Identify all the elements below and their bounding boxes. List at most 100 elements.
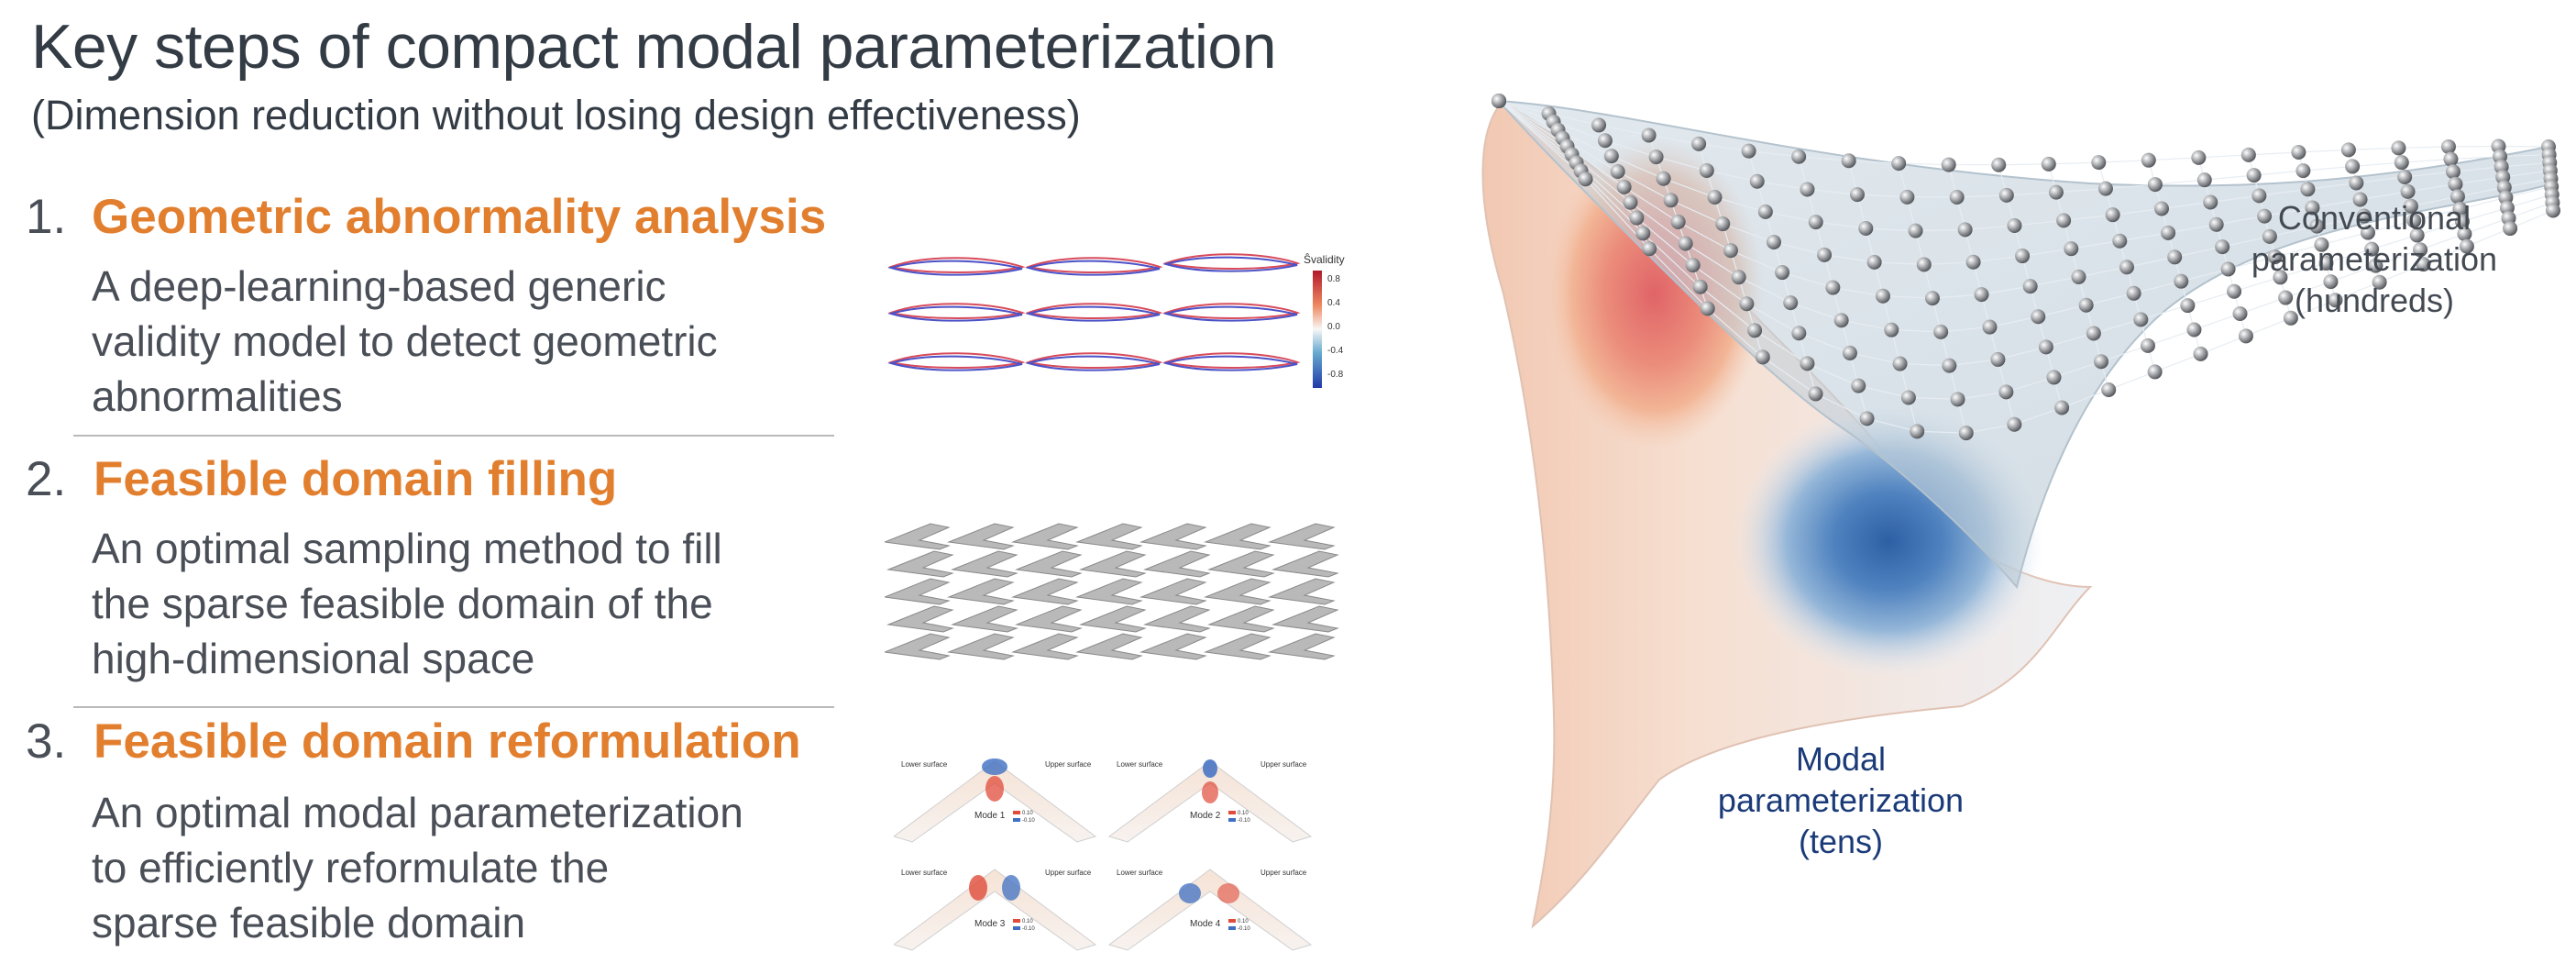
colorbar-tick: -0.8	[1327, 370, 1344, 380]
control-point	[1957, 222, 1973, 238]
control-point	[1884, 322, 1899, 338]
control-point	[1858, 220, 1874, 236]
control-point	[1990, 351, 2006, 367]
step-2-body: An optimal sampling method to fill the s…	[92, 521, 722, 686]
mode-label: Mode 4	[1190, 919, 1221, 929]
control-point	[2416, 257, 2431, 272]
step-3-body-line: sparse feasible domain	[92, 899, 526, 946]
modal-label-line: (tens)	[1799, 823, 1883, 860]
control-point	[2440, 138, 2456, 154]
control-point	[2048, 184, 2064, 200]
wing-sample	[952, 605, 1018, 633]
control-point	[2105, 207, 2120, 223]
control-point	[1998, 384, 2014, 400]
control-point	[2041, 156, 2056, 172]
control-point	[2449, 189, 2465, 205]
control-point	[2097, 181, 2113, 196]
control-point	[1808, 386, 1823, 402]
control-point	[2448, 176, 2463, 192]
control-point	[1842, 345, 1857, 360]
control-point	[2153, 201, 2169, 216]
conventional-label-line: (hundreds)	[2295, 282, 2454, 319]
mode-4-plot: Lower surface Upper surface Mode 4 0.10 …	[1108, 869, 1312, 951]
control-point	[2372, 274, 2387, 290]
control-point	[1817, 247, 1833, 262]
control-point	[1723, 243, 1738, 259]
step-2-heading: Feasible domain filling	[94, 452, 618, 506]
control-point	[2445, 164, 2460, 180]
control-point	[2208, 216, 2224, 232]
control-point	[2078, 297, 2094, 313]
svg-text:Upper surface: Upper surface	[1260, 869, 1307, 877]
control-point	[1783, 295, 1799, 311]
control-point	[2295, 163, 2311, 179]
control-point	[2167, 249, 2183, 265]
mode-label: Mode 3	[974, 919, 1006, 929]
control-point	[2300, 182, 2316, 197]
svg-text:Lower surface: Lower surface	[1117, 869, 1163, 877]
control-point	[2086, 326, 2101, 341]
control-point	[1916, 257, 1932, 272]
control-point	[1670, 214, 1686, 229]
step-2-number: 2.	[26, 452, 67, 506]
control-point	[1663, 193, 1679, 208]
control-point	[2056, 213, 2072, 228]
control-point	[2349, 175, 2364, 191]
control-point	[2007, 217, 2022, 233]
control-point	[2046, 370, 2062, 385]
step-1-body-line: abnormalities	[92, 372, 343, 420]
control-point	[1933, 324, 1949, 339]
wing-sample	[885, 578, 950, 605]
control-point	[1741, 143, 1756, 159]
conventional-label-line: parameterization	[2251, 240, 2497, 278]
control-point	[2406, 213, 2422, 228]
mode-3-plot: Lower surface Upper surface Mode 3 0.10 …	[894, 869, 1096, 951]
control-point	[2257, 208, 2273, 224]
control-point	[2352, 192, 2368, 207]
wing-parameterization-illustration: Conventional parameterization (hundreds)…	[1481, 94, 2560, 929]
svg-text:-0.10: -0.10	[1022, 818, 1035, 824]
mesh-line	[1498, 100, 2553, 400]
control-point	[2064, 241, 2079, 257]
control-point	[2015, 249, 2031, 264]
conventional-label-line: Conventional	[2278, 199, 2471, 237]
svg-text:Lower surface: Lower surface	[901, 760, 948, 769]
control-point	[1635, 226, 1651, 241]
airfoil-grid-illustration: Ŝvalidity 0.8 0.4 0.0 -0.4 -0.8	[890, 252, 1345, 388]
wing-sample	[1208, 550, 1274, 578]
control-point	[2071, 269, 2086, 284]
wing-samples-illustration	[885, 523, 1338, 660]
wing-sample	[1205, 523, 1271, 550]
control-point	[1775, 265, 1790, 281]
mesh-line	[1498, 100, 2554, 434]
control-point	[1941, 157, 1956, 172]
control-point	[1642, 241, 1657, 257]
control-point	[1648, 149, 1664, 165]
svg-text:0.10: 0.10	[1022, 811, 1033, 816]
mesh-line	[1498, 100, 2551, 299]
wing-sample	[1144, 605, 1210, 633]
control-point	[2340, 142, 2356, 158]
control-point	[1841, 153, 1856, 169]
control-point	[2191, 149, 2207, 165]
control-point	[2251, 188, 2267, 204]
control-point	[2112, 233, 2128, 249]
control-point	[1950, 392, 1965, 407]
mode-shapes-illustration: Lower surface Upper surface Mode 1 0.10 …	[894, 758, 1312, 951]
wing-sample	[885, 523, 950, 550]
control-point	[2180, 298, 2196, 314]
svg-text:0.10: 0.10	[1022, 919, 1033, 924]
control-point	[1991, 157, 2007, 172]
step-divider	[73, 706, 834, 708]
control-point	[1892, 356, 1908, 371]
control-point	[2457, 227, 2472, 242]
control-point	[2391, 140, 2406, 156]
control-point	[2246, 168, 2262, 183]
step-2-body-line: high-dimensional space	[92, 635, 535, 682]
control-point	[2031, 309, 2046, 325]
colorbar	[1313, 271, 1322, 388]
colorbar-tick: 0.8	[1327, 274, 1340, 284]
control-point	[1958, 426, 1974, 441]
control-point	[1755, 349, 1770, 365]
control-point	[1849, 187, 1865, 203]
